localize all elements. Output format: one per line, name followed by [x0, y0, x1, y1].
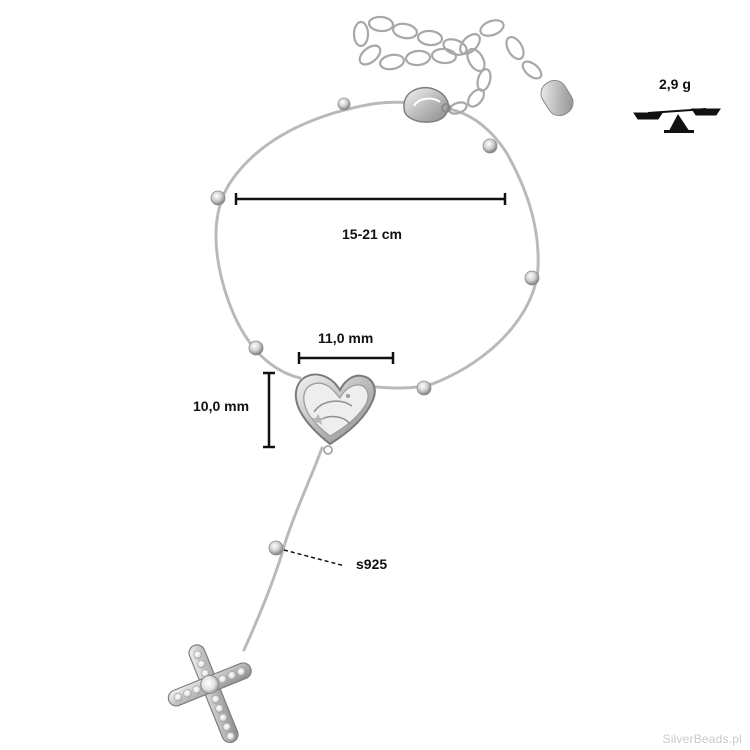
width-measure-line: [297, 352, 395, 364]
s925-tag: [540, 79, 574, 117]
height-measure-line: [263, 371, 275, 449]
station-beads: [210, 97, 540, 556]
lobster-clasp: [403, 86, 451, 123]
material-label: s925: [356, 556, 388, 572]
pendant-height-label: 10,0 mm: [193, 398, 250, 414]
drop-chain: [242, 446, 324, 652]
watermark: SilverBeads.pl: [662, 732, 742, 746]
extender-chain: [352, 15, 543, 115]
weight-label: 2,9 g: [659, 76, 691, 92]
pendant-width-label: 11,0 mm: [318, 330, 374, 346]
balance-scale-icon: [633, 108, 721, 133]
length-label: 15-21 cm: [342, 226, 402, 242]
heart-pendant: [294, 373, 376, 455]
length-measure-line: [234, 193, 507, 205]
material-leader-line: [283, 549, 346, 567]
cross-charm: [167, 644, 252, 744]
